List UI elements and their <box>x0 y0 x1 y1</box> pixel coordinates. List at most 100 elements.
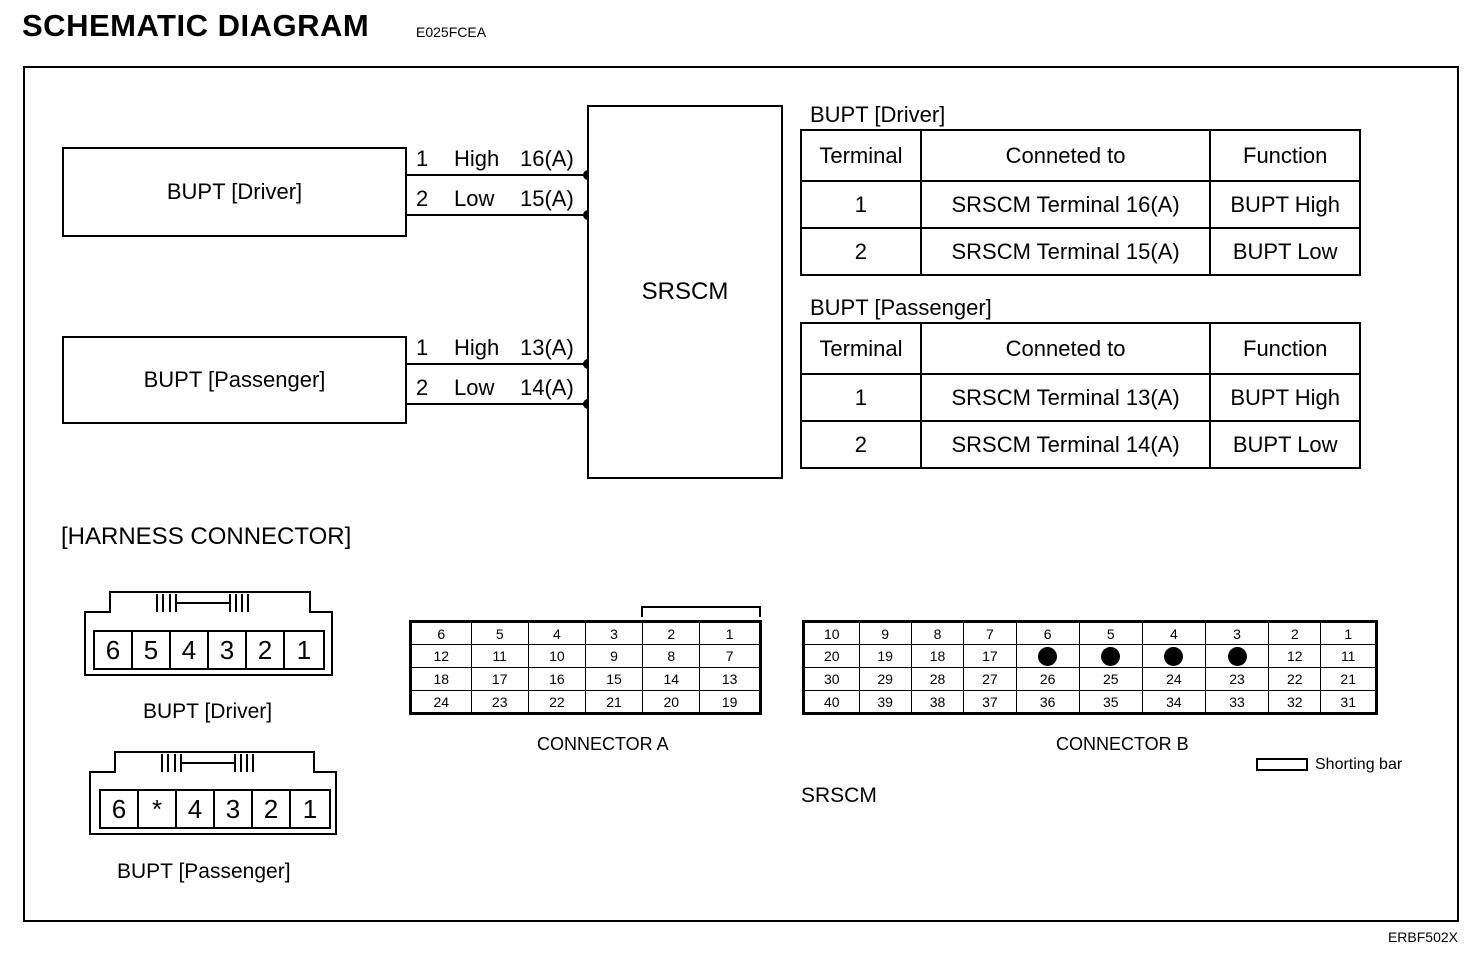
pin-cell: 5 <box>1078 621 1143 645</box>
table-cell: 1 <box>800 180 922 229</box>
passenger-connector-caption: BUPT [Passenger] <box>117 860 291 883</box>
pin-cell: 14 <box>642 667 701 691</box>
pin-cell: 3 <box>584 621 644 645</box>
pin: 4 <box>171 632 209 668</box>
pin-cell: 3 <box>1204 621 1270 645</box>
connector-a-caption: CONNECTOR A <box>537 734 669 754</box>
shorting-bar-dot-icon <box>1038 646 1058 666</box>
driver-connector-latch <box>156 594 249 612</box>
driver-connector-pins: 6 5 4 3 2 1 <box>93 630 325 670</box>
pin: 2 <box>253 791 291 827</box>
pin-cell: 17 <box>963 644 1017 668</box>
header-terminal: Terminal <box>800 129 922 182</box>
pin-cell: 10 <box>527 644 586 668</box>
pin: 1 <box>296 634 312 665</box>
pin-cell: 24 <box>410 690 472 714</box>
table-row: 1 SRSCM Terminal 16(A) BUPT High <box>800 180 1361 229</box>
table-cell: SRSCM Terminal 13(A) <box>919 373 1212 422</box>
table-cell: 2 <box>800 420 922 469</box>
header-function: Function <box>1209 322 1361 375</box>
pin-cell: 20 <box>803 644 860 668</box>
pin-cell: 6 <box>410 621 472 645</box>
srscm-module-box: SRSCM <box>587 105 783 479</box>
pin-cell: 35 <box>1078 690 1143 714</box>
pin-cell: 36 <box>1015 690 1080 714</box>
pin: 4 <box>177 791 215 827</box>
pin-cell: 39 <box>858 690 912 714</box>
pin: 3 <box>215 791 253 827</box>
pin: 3 <box>209 632 247 668</box>
pin-cell: 22 <box>1268 667 1322 691</box>
pin-cell: 15 <box>584 667 644 691</box>
passenger-low-terminal: 14(A) <box>520 375 574 400</box>
pin-cell: 19 <box>858 644 912 668</box>
passenger-high-name: High <box>454 335 500 360</box>
pin-cell: 1 <box>699 621 761 645</box>
shorting-bar-pin <box>1204 644 1270 668</box>
pin-cell: 9 <box>584 644 644 668</box>
table-cell: 2 <box>800 227 922 276</box>
pin-cell: 32 <box>1268 690 1322 714</box>
passenger-low-name: Low <box>454 375 495 400</box>
passenger-terminal-table: Terminal Conneted to Function 1 SRSCM Te… <box>800 322 1361 469</box>
driver-terminal-table: Terminal Conneted to Function 1 SRSCM Te… <box>800 129 1361 276</box>
shorting-bar-pin <box>1141 644 1206 668</box>
page-title: SCHEMATIC DIAGRAM <box>22 8 370 43</box>
pin-cell: 21 <box>1320 667 1377 691</box>
pin-cell: 7 <box>963 621 1017 645</box>
diagram-frame <box>23 66 1459 922</box>
table-cell: SRSCM Terminal 14(A) <box>919 420 1212 469</box>
pin: 2 <box>247 632 285 668</box>
table-cell: SRSCM Terminal 15(A) <box>919 227 1212 276</box>
table-row: 2 SRSCM Terminal 15(A) BUPT Low <box>800 227 1361 276</box>
passenger-low-pin: 2 <box>416 375 429 400</box>
table-header-row: Terminal Conneted to Function <box>800 129 1361 182</box>
connector-a-latch <box>641 606 761 617</box>
pin-cell: 8 <box>910 621 965 645</box>
pin-cell: 7 <box>699 644 761 668</box>
header-terminal: Terminal <box>800 322 922 375</box>
pin-cell: 5 <box>470 621 529 645</box>
shorting-bar-dot-icon <box>1101 646 1121 666</box>
pin-cell: 20 <box>642 690 701 714</box>
passenger-sensor-box: BUPT [Passenger] <box>62 336 407 424</box>
shorting-bar-label: Shorting bar <box>1315 756 1403 773</box>
harness-connector-title: [HARNESS CONNECTOR] <box>61 523 352 550</box>
pin: * <box>139 791 177 827</box>
pin-cell: 16 <box>527 667 586 691</box>
driver-low-terminal: 15(A) <box>520 186 574 211</box>
driver-sensor-box: BUPT [Driver] <box>62 147 407 237</box>
pin-cell: 6 <box>1015 621 1080 645</box>
passenger-connector-pins: 6 * 4 3 2 1 <box>99 789 331 829</box>
document-code: E025FCEA <box>416 24 487 40</box>
table-cell: BUPT Low <box>1209 227 1361 276</box>
pin-cell: 9 <box>858 621 912 645</box>
table-cell: 1 <box>800 373 922 422</box>
pin-cell: 31 <box>1320 690 1377 714</box>
pin-cell: 2 <box>1268 621 1322 645</box>
pin-cell: 26 <box>1015 667 1080 691</box>
driver-connector-caption: BUPT [Driver] <box>143 700 273 723</box>
shorting-bar-symbol <box>1256 758 1308 771</box>
table-header-row: Terminal Conneted to Function <box>800 322 1361 375</box>
pin-cell: 38 <box>910 690 965 714</box>
shorting-bar-dot-icon <box>1227 646 1247 666</box>
pin-cell: 4 <box>1141 621 1206 645</box>
driver-high-name: High <box>454 146 500 171</box>
pin-cell: 2 <box>642 621 701 645</box>
pin: 1 <box>302 793 318 824</box>
figure-code: ERBF502X <box>1387 929 1458 945</box>
table-cell: BUPT High <box>1209 180 1361 229</box>
shorting-bar-pin <box>1078 644 1143 668</box>
shorting-bar-pin <box>1015 644 1080 668</box>
table-cell: BUPT High <box>1209 373 1361 422</box>
pin-cell: 23 <box>470 690 529 714</box>
table-cell: BUPT Low <box>1209 420 1361 469</box>
passenger-connector-latch <box>161 754 254 772</box>
